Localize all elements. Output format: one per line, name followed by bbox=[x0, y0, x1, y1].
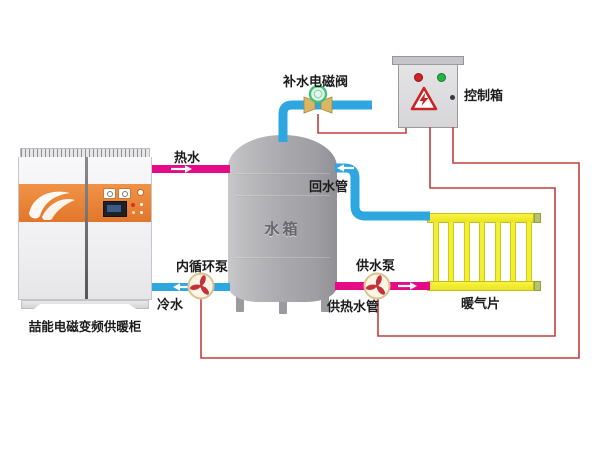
cabinet-label: 喆能电磁变频供暖柜 bbox=[28, 320, 142, 334]
radiator-tube bbox=[463, 222, 470, 282]
wire-valve bbox=[317, 114, 407, 134]
cabinet-body bbox=[18, 157, 152, 300]
tank-seam bbox=[234, 173, 331, 175]
radiator-end-cap bbox=[534, 213, 541, 223]
radiator-tube bbox=[448, 222, 454, 282]
circulation-pump-icon bbox=[187, 272, 215, 300]
arrow-left-icon bbox=[337, 164, 344, 172]
cold-water-label: 冷水 bbox=[157, 297, 184, 312]
arrow-right-icon bbox=[185, 165, 192, 173]
return-pipe bbox=[335, 163, 430, 221]
radiator-tube bbox=[510, 222, 516, 282]
fill-valve-label: 补水电磁阀 bbox=[283, 74, 349, 89]
return-pipe-label: 回水管 bbox=[309, 179, 349, 194]
cabinet-door-divider bbox=[85, 157, 88, 299]
tank-seam bbox=[234, 257, 331, 259]
water-tank bbox=[228, 135, 337, 302]
arrow-right-icon bbox=[410, 282, 417, 290]
control-box-label: 控制箱 bbox=[464, 88, 504, 103]
panel-dot-icon bbox=[131, 203, 135, 207]
wire-supply-pump bbox=[377, 127, 556, 337]
control-wires bbox=[200, 114, 580, 359]
radiator-tube bbox=[432, 222, 439, 282]
panel-dot-icon bbox=[140, 203, 143, 206]
hazard-triangle-icon bbox=[410, 86, 438, 111]
flow-arrows bbox=[171, 164, 417, 291]
panel-dot-icon bbox=[140, 211, 143, 214]
radiator-end-cap bbox=[534, 281, 541, 291]
hot-water-label: 热水 bbox=[174, 150, 201, 165]
door-knob-icon bbox=[450, 95, 455, 100]
panel-dot-icon bbox=[132, 211, 135, 214]
radiator-tube bbox=[494, 222, 501, 282]
tank-seam bbox=[234, 195, 331, 197]
fill-pipe bbox=[278, 100, 372, 142]
heating-cabinet bbox=[18, 148, 152, 310]
flame-logo-icon bbox=[29, 191, 75, 220]
gauge-icon bbox=[103, 188, 116, 199]
control-box bbox=[398, 64, 458, 128]
supply-pump-label: 供水泵 bbox=[356, 258, 396, 273]
radiator-tube bbox=[479, 222, 485, 282]
gauge-icon bbox=[118, 188, 131, 199]
indicator-light-red-icon bbox=[414, 73, 423, 82]
supply-pipe-label: 供热水管 bbox=[327, 299, 380, 314]
radiator bbox=[427, 213, 541, 291]
wire-circulation-pump bbox=[200, 127, 580, 359]
panel-dot-icon bbox=[137, 189, 144, 196]
circulation-pump-label: 内循环泵 bbox=[176, 259, 229, 274]
supply-pump-icon bbox=[363, 272, 391, 300]
radiator-tube bbox=[525, 222, 532, 282]
tank-label: 水箱 bbox=[264, 221, 301, 238]
radiator-label: 暖气片 bbox=[461, 296, 501, 311]
cabinet-control-panel bbox=[101, 187, 149, 219]
arrow-left-icon bbox=[173, 283, 180, 291]
indicator-light-green-icon bbox=[437, 73, 446, 82]
cabinet-display bbox=[103, 201, 127, 217]
solenoid-valve-icon bbox=[303, 84, 333, 114]
